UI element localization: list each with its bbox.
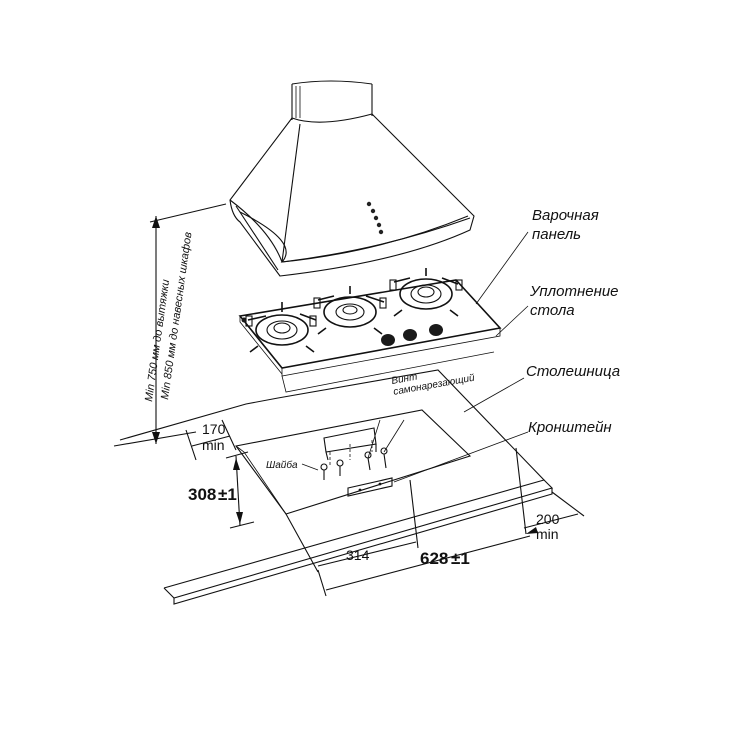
label-seal: Уплотнение стола [529, 283, 623, 319]
countertop-cutout [235, 409, 472, 515]
dimension-lines [113, 203, 585, 597]
gas-hob [238, 268, 502, 393]
dim-314: 314 [346, 547, 370, 563]
countertop [119, 369, 554, 605]
dim-170: 170 [202, 421, 226, 437]
dim-628-tol: ±1 [451, 549, 470, 568]
control-knobs [241, 317, 443, 346]
cooker-hood [229, 80, 475, 277]
burner-left [245, 302, 317, 353]
bracket-top [323, 427, 377, 461]
hood-indicator-lights [366, 201, 384, 235]
dim-628: 628 [420, 549, 448, 568]
burner-middle [313, 286, 387, 335]
screws [320, 447, 388, 480]
dim-170-min: min [202, 437, 225, 453]
bracket-bottom [347, 477, 393, 497]
burner-right [389, 268, 463, 317]
dim-308: 308 [188, 485, 216, 504]
label-washer: Шайба [266, 459, 298, 471]
dim-200: 200 [536, 511, 560, 527]
dim-200-min: min [536, 526, 559, 542]
label-screw: Винт самонарезающий [391, 362, 476, 398]
label-bracket: Кронштейн [528, 419, 612, 436]
leader-lines [301, 231, 529, 483]
dim-308-tol: ±1 [218, 485, 237, 504]
label-hob: Варочная панель [532, 207, 603, 243]
label-countertop: Столешница [526, 363, 620, 380]
